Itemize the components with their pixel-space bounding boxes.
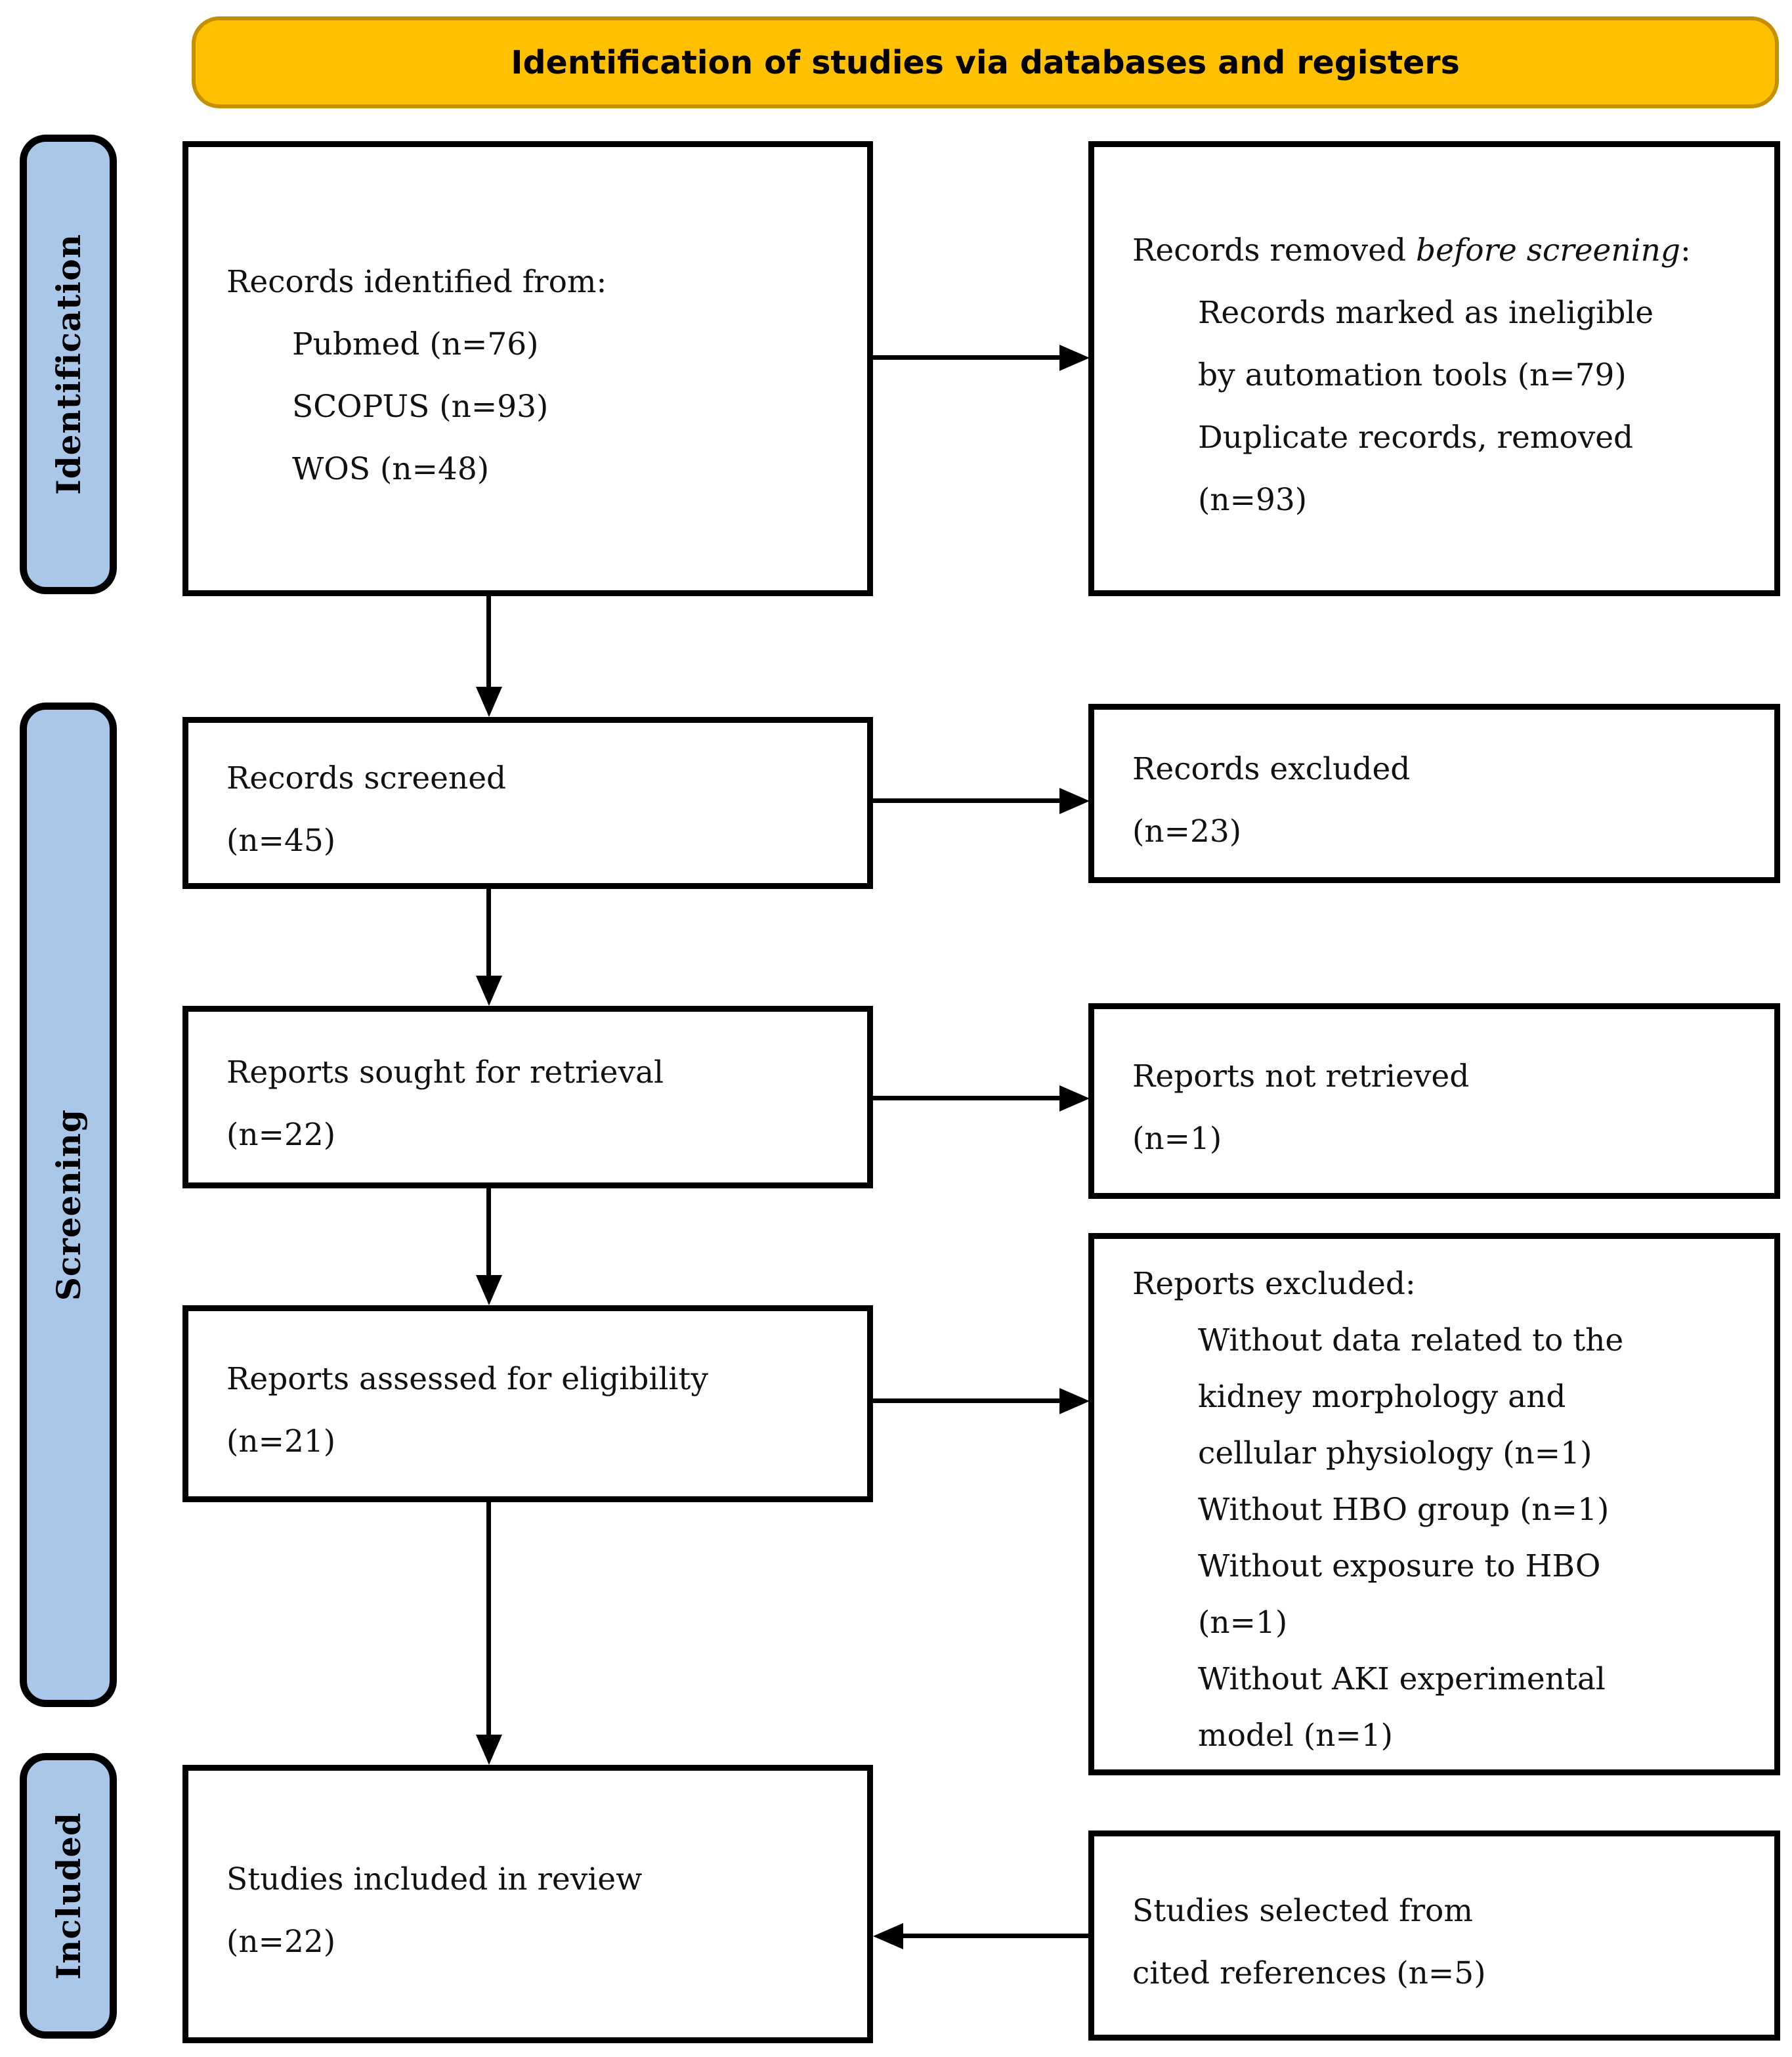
box-label: Reports not retrieved xyxy=(1132,1058,1470,1094)
box-count: (n=22) xyxy=(226,1117,336,1153)
box-records-identified: Records identified from: Pubmed (n=76) S… xyxy=(182,141,873,596)
box-reports-not-retrieved: Reports not retrieved (n=1) xyxy=(1088,1003,1780,1199)
excluded-item: Without HBO group (n=1) xyxy=(1198,1492,1610,1528)
box-label: Reports sought for retrieval xyxy=(226,1054,664,1091)
stage-label-screening: Screening xyxy=(20,703,117,1707)
box-label: Records excluded xyxy=(1132,750,1411,787)
stage-label-text: Identification xyxy=(49,234,88,495)
box-records-screened: Records screened (n=45) xyxy=(182,717,873,889)
box-studies-included: Studies included in review (n=22) xyxy=(182,1765,873,2043)
banner-title: Identification of studies via databases … xyxy=(511,43,1460,81)
stage-label-text: Screening xyxy=(49,1108,88,1301)
excluded-item: Without AKI experimental model (n=1) xyxy=(1198,1661,1606,1754)
box-label: Studies selected from cited references (… xyxy=(1132,1893,1486,1991)
box-reports-assessed: Reports assessed for eligibility (n=21) xyxy=(182,1305,873,1502)
box-count: (n=21) xyxy=(226,1423,336,1460)
box-studies-cited: Studies selected from cited references (… xyxy=(1088,1830,1780,2041)
box-count: (n=45) xyxy=(226,823,336,859)
box-heading: Records removed before screening: xyxy=(1132,232,1691,269)
box-count: (n=1) xyxy=(1132,1121,1222,1157)
box-reports-excluded: Reports excluded: Without data related t… xyxy=(1088,1233,1780,1775)
box-label: Studies included in review xyxy=(226,1861,643,1897)
stage-label-text: Included xyxy=(49,1811,88,1980)
box-count: (n=23) xyxy=(1132,813,1242,850)
excluded-item: Without data related to the kidney morph… xyxy=(1198,1322,1624,1471)
box-heading: Reports excluded: xyxy=(1132,1266,1416,1302)
box-label: Reports assessed for eligibility xyxy=(226,1361,708,1397)
box-reports-sought: Reports sought for retrieval (n=22) xyxy=(182,1006,873,1188)
box-records-excluded: Records excluded (n=23) xyxy=(1088,704,1780,883)
stage-label-identification: Identification xyxy=(20,135,117,594)
box-heading: Records identified from: xyxy=(226,263,607,300)
box-count: (n=22) xyxy=(226,1924,336,1960)
database-item: Pubmed (n=76) xyxy=(292,326,539,362)
box-records-removed: Records removed before screening: Record… xyxy=(1088,141,1780,596)
database-item: WOS (n=48) xyxy=(292,450,490,487)
box-label: Records screened xyxy=(226,760,507,796)
removed-item: Records marked as ineligible by automati… xyxy=(1198,295,1654,393)
stage-label-included: Included xyxy=(20,1753,117,2039)
banner: Identification of studies via databases … xyxy=(192,16,1779,108)
removed-item: Duplicate records, removed (n=93) xyxy=(1198,420,1634,518)
database-item: SCOPUS (n=93) xyxy=(292,388,549,425)
excluded-item: Without exposure to HBO (n=1) xyxy=(1198,1548,1601,1641)
